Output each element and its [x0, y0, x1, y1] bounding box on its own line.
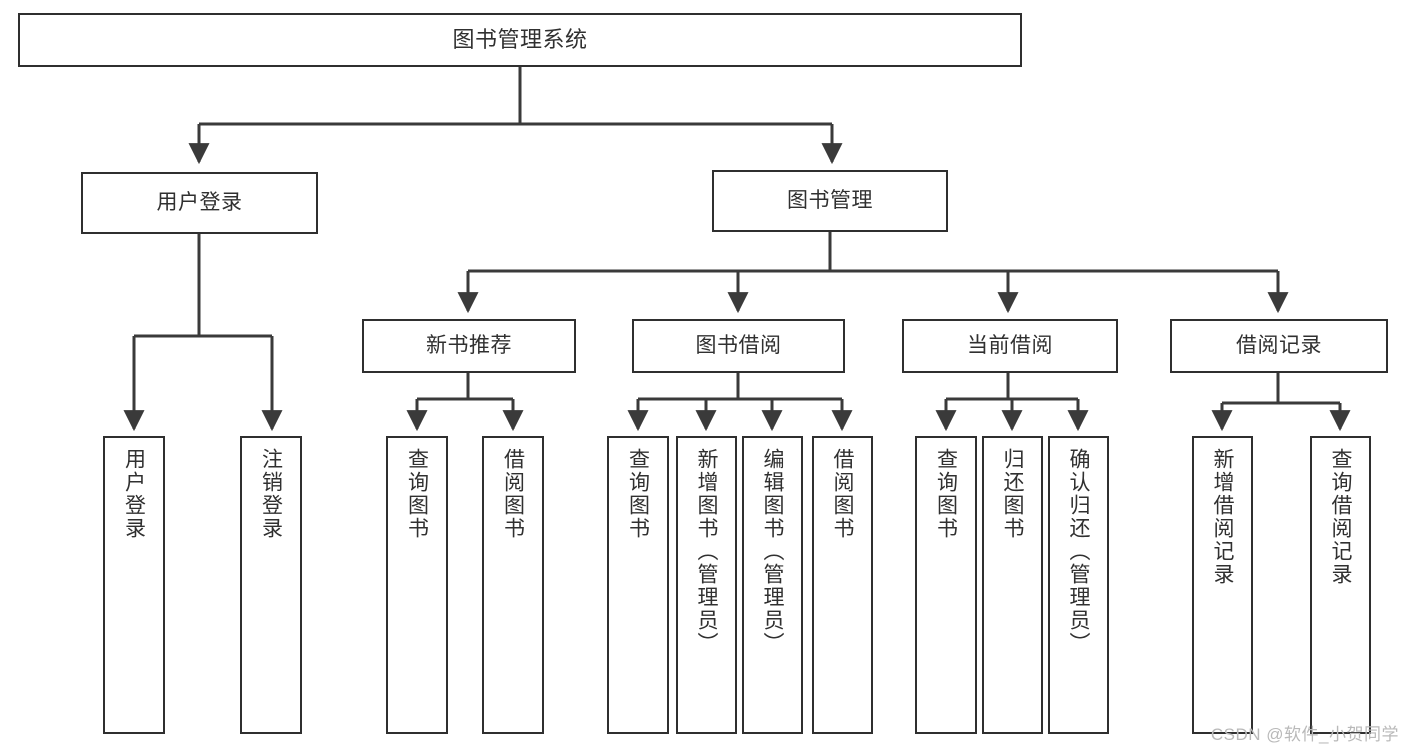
node-leaf-logout-login[interactable]: 注销登录	[240, 436, 302, 734]
node-book-manage-label: 图书管理	[787, 188, 873, 212]
node-leaf-edit-book[interactable]: 编辑图书（管理员）	[742, 436, 803, 734]
node-leaf-user-login[interactable]: 用户登录	[103, 436, 165, 734]
node-leaf-add-record[interactable]: 新增借阅记录	[1192, 436, 1253, 734]
node-leaf-query-record[interactable]: 查询借阅记录	[1310, 436, 1371, 734]
node-leaf-borrow-book-2[interactable]: 借阅图书	[812, 436, 873, 734]
node-leaf-borrow-book-1[interactable]: 借阅图书	[482, 436, 544, 734]
node-leaf-borrow-book-1-label: 借阅图书	[501, 448, 525, 540]
node-leaf-query-book-3[interactable]: 查询图书	[915, 436, 977, 734]
node-book-manage[interactable]: 图书管理	[712, 170, 948, 232]
node-leaf-confirm-return[interactable]: 确认归还（管理员）	[1048, 436, 1109, 734]
node-root-label: 图书管理系统	[452, 27, 588, 53]
node-user-login[interactable]: 用户登录	[81, 172, 318, 234]
node-book-borrow-label: 图书借阅	[695, 333, 782, 357]
node-leaf-return-book-label: 归还图书	[1001, 448, 1024, 540]
node-leaf-edit-book-label: 编辑图书（管理员）	[761, 448, 784, 655]
node-leaf-query-book-1[interactable]: 查询图书	[386, 436, 448, 734]
node-leaf-add-book[interactable]: 新增图书（管理员）	[676, 436, 737, 734]
node-leaf-user-login-label: 用户登录	[122, 448, 146, 540]
node-root[interactable]: 图书管理系统	[18, 13, 1022, 67]
node-leaf-query-record-label: 查询借阅记录	[1329, 448, 1352, 586]
node-leaf-add-record-label: 新增借阅记录	[1211, 448, 1234, 586]
node-book-borrow[interactable]: 图书借阅	[632, 319, 845, 373]
node-borrow-record-label: 借阅记录	[1236, 333, 1322, 357]
node-current-borrow-label: 当前借阅	[967, 333, 1053, 357]
node-leaf-borrow-book-2-label: 借阅图书	[831, 448, 854, 540]
node-current-borrow[interactable]: 当前借阅	[902, 319, 1118, 373]
watermark-text: CSDN @软件_小贺同学	[1210, 725, 1399, 744]
node-new-book-recommend[interactable]: 新书推荐	[362, 319, 576, 373]
node-leaf-add-book-label: 新增图书（管理员）	[695, 448, 718, 655]
node-user-login-label: 用户登录	[156, 190, 243, 214]
node-leaf-return-book[interactable]: 归还图书	[982, 436, 1043, 734]
node-borrow-record[interactable]: 借阅记录	[1170, 319, 1388, 373]
node-leaf-query-book-3-label: 查询图书	[934, 448, 958, 540]
node-leaf-query-book-2-label: 查询图书	[626, 448, 650, 540]
node-new-book-recommend-label: 新书推荐	[426, 333, 512, 357]
node-leaf-query-book-1-label: 查询图书	[405, 448, 429, 540]
node-leaf-query-book-2[interactable]: 查询图书	[607, 436, 669, 734]
node-leaf-logout-login-label: 注销登录	[259, 448, 283, 540]
node-leaf-confirm-return-label: 确认归还（管理员）	[1067, 448, 1090, 655]
